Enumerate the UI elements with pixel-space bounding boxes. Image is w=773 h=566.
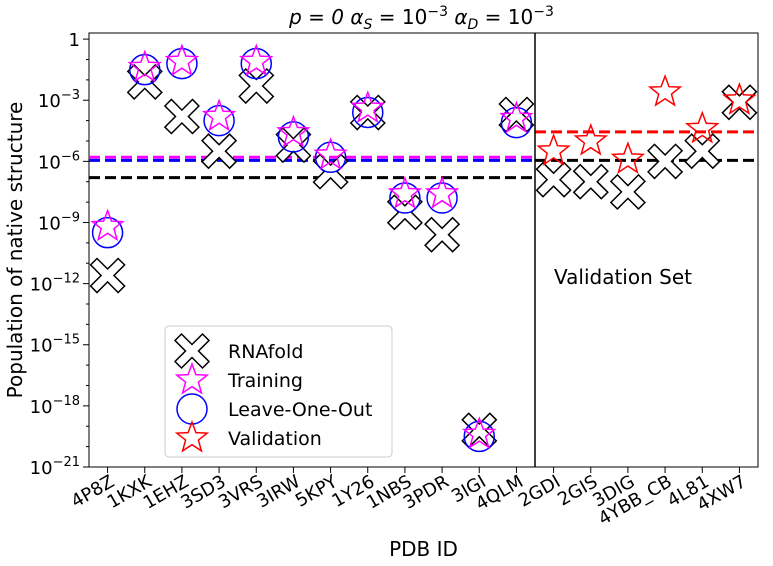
point-rnafold [275,127,312,164]
point-rnafold [238,67,275,105]
point-leave-one-out [129,53,161,86]
point-training [313,137,348,170]
point-training [499,100,534,134]
point-rnafold [647,143,684,180]
point-training [238,43,274,77]
y-tick-label: 10−15 [30,333,80,357]
point-leave-one-out [463,420,495,453]
point-leave-one-out [91,216,124,249]
y-tick-label: 10−6 [38,149,80,173]
point-validation [722,82,757,115]
point-rnafold [89,257,126,294]
point-leave-one-out [240,47,272,80]
point-rnafold [609,173,646,210]
point-rnafold [721,84,758,121]
point-validation [573,122,609,156]
legend-frame [164,325,393,458]
point-validation [684,110,720,144]
y-tick-label: 10−21 [30,455,80,479]
point-leave-one-out [500,106,533,139]
point-leave-one-out [277,121,310,153]
plot-area: 110−310−610−910−1210−1510−1810−214P8Z1KX… [3,30,759,561]
point-leave-one-out [203,104,235,137]
x-axis-title: PDB ID [389,537,458,561]
point-leave-one-out [314,141,347,174]
point-rnafold [424,216,461,253]
legend-label: RNAfold [228,341,303,363]
point-training [424,175,460,209]
y-tick-label: 10−18 [30,394,80,418]
y-axis-title: Population of native structure [3,102,27,399]
point-training [387,175,423,209]
point-rnafold [349,94,386,131]
point-rnafold [535,161,572,198]
point-training [164,43,200,77]
title-text: p = 0 αS = 10−3 αD = 10−3 [288,4,554,33]
point-rnafold [461,412,498,449]
point-training [461,416,497,450]
legend-marker [174,361,210,395]
point-training [90,208,125,242]
y-tick-label: 10−3 [38,88,80,112]
legend-label: Leave-One-Out [228,399,372,421]
point-training [127,49,163,83]
point-rnafold [572,163,609,200]
point-rnafold [163,98,200,135]
y-tick-label: 1 [69,30,80,51]
legend-marker [173,332,211,370]
point-leave-one-out [426,182,458,214]
point-training [201,98,237,132]
axes-frame [88,32,759,468]
point-rnafold [126,63,163,100]
point-leave-one-out [389,182,421,214]
y-tick-label: 10−12 [30,272,80,296]
chart-title: p = 0 αS = 10−3 αD = 10−3 [288,4,554,33]
point-training [350,90,386,124]
legend-marker [174,419,210,453]
point-training [276,114,311,148]
legend-label: Validation [228,428,322,450]
point-rnafold [684,133,721,170]
point-leave-one-out [166,47,198,80]
validation-set-label: Validation Set [554,265,692,289]
point-validation [647,73,683,107]
legend-label: Training [227,370,303,392]
point-validation [610,141,646,175]
point-leave-one-out [352,96,384,129]
y-tick-label: 10−9 [38,210,80,234]
point-rnafold [201,133,238,170]
point-validation [536,133,571,166]
